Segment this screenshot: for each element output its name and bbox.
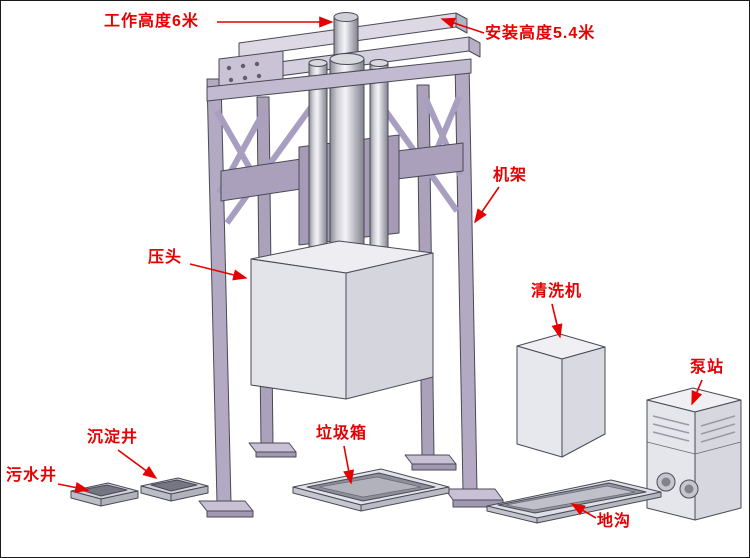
top-cylinder: [333, 12, 359, 58]
pump-divider: [694, 441, 742, 455]
label-sedimentation-well: 沉淀井: [87, 429, 139, 446]
arrow-garbage-bin: [343, 445, 355, 485]
pump-station: [646, 387, 742, 521]
arrow-frame: [474, 186, 500, 224]
frame-leg-left-front: [206, 78, 232, 504]
cylinder-right: [369, 62, 389, 256]
label-washing-machine: 清洗机: [531, 283, 583, 300]
washing-machine: [516, 333, 606, 458]
frame-feet: [198, 442, 504, 518]
pump-fan-port-inner: [684, 484, 694, 494]
arrow-trench: [570, 503, 597, 519]
pump-louvers: [652, 415, 736, 443]
bolt: [256, 73, 262, 79]
frame-leg-right-front: [454, 60, 478, 492]
top-rail-front-cap: [468, 36, 481, 58]
pump-left: [646, 399, 696, 521]
label-trench: 地沟: [597, 513, 632, 530]
top-cross-beam: [206, 58, 472, 102]
label-pump-station: 泵站: [690, 359, 725, 376]
press-head: [250, 240, 434, 400]
bolt: [254, 61, 260, 67]
garbage-bin-pit: [292, 468, 450, 512]
sewage-well-inner: [80, 484, 128, 497]
arrow-pump-station: [691, 379, 703, 406]
press-head-left: [250, 258, 347, 400]
label-sewage-well: 污水井: [6, 467, 58, 484]
bolt: [240, 63, 246, 69]
annotation-arrows: [57, 16, 703, 519]
washer-left: [516, 345, 563, 458]
pump-divider: [646, 441, 696, 455]
pump-right: [694, 399, 742, 521]
label-press-head: 压头: [148, 249, 183, 266]
gantry-frame: [198, 12, 504, 518]
bolt: [226, 65, 232, 71]
label-frame: 机架: [493, 167, 528, 184]
sedimentation-well-inner: [150, 479, 198, 492]
bolt: [228, 77, 234, 83]
sedimentation-well: [140, 477, 209, 502]
pit-floor: [318, 476, 422, 498]
brace: [224, 97, 320, 225]
arrow-press-head: [189, 263, 248, 281]
washer-right: [561, 346, 606, 458]
trench: [486, 479, 662, 524]
label-work-height: 工作高度6米: [104, 13, 199, 30]
top-rail-back-cap: [455, 12, 468, 34]
pump-fan-port-inner: [661, 477, 671, 487]
cylinder-center: [329, 58, 365, 258]
arrow-sewage-well: [57, 481, 90, 493]
trench-floor: [505, 485, 636, 511]
sewage-well: [70, 482, 139, 507]
press-head-right: [345, 252, 434, 400]
arrow-washing-machine: [551, 303, 563, 339]
bolt: [242, 75, 248, 81]
label-install-height: 安装高度5.4米: [485, 25, 596, 42]
arrow-sedimentation-well: [117, 449, 158, 479]
label-garbage-bin: 垃圾箱: [316, 425, 368, 442]
arrow-install-height: [440, 17, 485, 34]
guide-band-right: [396, 142, 464, 180]
hydraulic-cylinders: [308, 53, 389, 258]
cylinder-left: [308, 62, 328, 256]
